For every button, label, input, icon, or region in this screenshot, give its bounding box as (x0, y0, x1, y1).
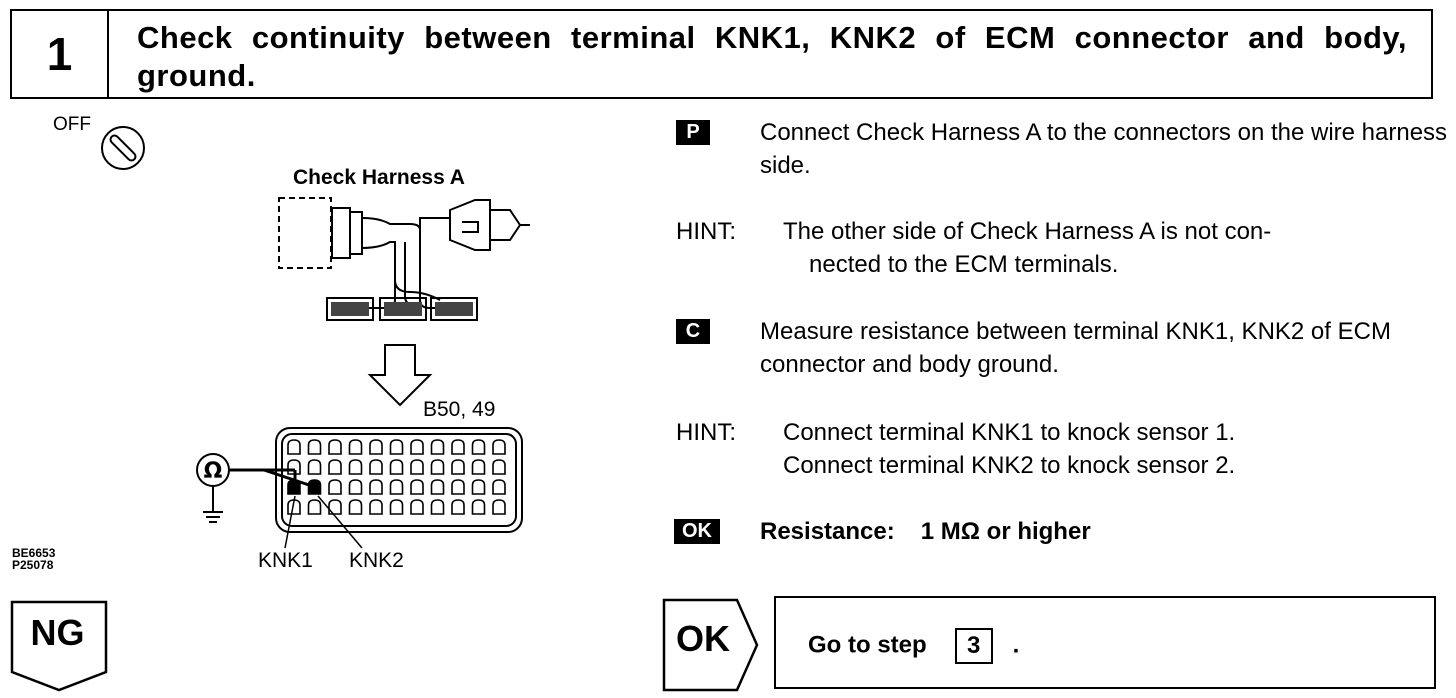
hint-2: HINT: Connect terminal KNK1 to knock sen… (676, 416, 1446, 486)
connector-pin (430, 459, 445, 475)
check-symbol: C (676, 319, 710, 344)
connector-pin (328, 459, 342, 475)
connector-pin (287, 439, 301, 455)
hint-1-text: The other side of Check Harness A is not… (783, 215, 1443, 281)
ignition-switch-icon (101, 126, 145, 170)
connector-pin (369, 459, 383, 475)
prep-instruction: P Connect Check Harness A to the connect… (676, 116, 1447, 186)
connector-pin (389, 499, 404, 515)
goto-suffix: . (1012, 631, 1020, 659)
goto-prefix: Go to step (808, 631, 927, 659)
connector-pin (410, 479, 424, 495)
check-harness-drawing (278, 197, 530, 309)
hint-1-line-1: The other side of Check Harness A is not… (783, 218, 1272, 245)
ok-symbol: OK (674, 519, 720, 544)
hint-2-line-1: Connect terminal KNK1 to knock sensor 1. (783, 419, 1236, 446)
figure-codes: BE6653 P25078 (12, 547, 55, 571)
connector-pin (287, 459, 301, 475)
goto-step-number[interactable]: 3 (954, 628, 993, 664)
hint-2-line-2: Connect terminal KNK2 to knock sensor 2. (783, 452, 1236, 479)
connector-pin (369, 479, 383, 495)
connector-pin (430, 439, 445, 455)
ok-criteria: OK Resistance: 1 MΩ or higher (674, 515, 1446, 551)
goto-step-box[interactable]: Go to step 3. (774, 596, 1436, 689)
connector-pin (328, 439, 342, 455)
connector-pin (348, 499, 363, 515)
connector-pin (451, 479, 465, 495)
harness-plug-blocks (326, 297, 478, 321)
hint-1-line-2: nected to the ECM terminals. (809, 251, 1119, 278)
knk2-label: KNK2 (349, 549, 404, 572)
check-instruction: C Measure resistance between terminal KN… (676, 315, 1446, 385)
ok-criteria-value: 1 MΩ or higher (920, 518, 1091, 545)
connector-pin (430, 499, 445, 515)
connector-pin (410, 459, 424, 475)
connector-pin (389, 439, 404, 455)
connector-pin (471, 459, 486, 475)
knk1-label: KNK1 (258, 549, 313, 572)
connector-pin (410, 439, 424, 455)
ng-label[interactable]: NG (30, 612, 85, 653)
connector-pin (328, 499, 342, 515)
connector-pin (471, 479, 486, 495)
connector-pin (307, 499, 322, 515)
connector-pin (307, 459, 322, 475)
connector-pin (492, 479, 506, 495)
ohmmeter-icon (196, 453, 319, 523)
connector-pin (328, 479, 342, 495)
connector-pin (492, 499, 506, 515)
ohm-symbol: Ω (204, 459, 223, 484)
connector-pin (369, 499, 383, 515)
step-header: 1 Check continuity between terminal KNK1… (10, 9, 1433, 99)
connector-label: B50, 49 (423, 398, 496, 421)
connector-pin (348, 439, 363, 455)
prep-text: Connect Check Harness A to the connector… (760, 119, 1448, 179)
figure-code-1: BE6653 (12, 546, 56, 560)
connector-pin (430, 479, 445, 495)
connector-pin (348, 479, 363, 495)
connector-pin (451, 499, 465, 515)
hint-1-label: HINT: (676, 218, 736, 245)
ok-criteria-label: Resistance: (760, 518, 895, 545)
connector-pin (492, 459, 506, 475)
figure-code-2: P25078 (12, 558, 54, 572)
connector-pin (451, 439, 465, 455)
connector-pin (389, 459, 404, 475)
connector-pin (451, 459, 465, 475)
hint-2-text: Connect terminal KNK1 to knock sensor 1.… (783, 416, 1443, 482)
connector-pin (369, 439, 383, 455)
connector-pin (410, 499, 424, 515)
harness-label: Check Harness A (293, 166, 465, 189)
illustration-drawing: Ω (101, 126, 530, 549)
ok-tag-shape (662, 598, 759, 692)
ecm-connector-drawing (275, 427, 523, 533)
hint-2-label: HINT: (676, 419, 736, 446)
off-label: OFF (53, 114, 91, 135)
connector-pin (348, 459, 363, 475)
step-number: 1 (12, 11, 109, 97)
goto-step-text: Go to step 3. (808, 628, 1019, 664)
check-text: Measure resistance between terminal KNK1… (760, 318, 1391, 378)
connector-pin (471, 439, 486, 455)
harness-illustration: Ω OFF Check Harness A B50, 49 KNK1 KNK2 … (0, 100, 640, 590)
prep-symbol: P (676, 120, 710, 145)
connector-pin (471, 499, 486, 515)
ok-criteria-text: Resistance: 1 MΩ or higher (760, 515, 1091, 548)
step-title: Check continuity between terminal KNK1, … (137, 20, 1407, 93)
connector-pin (307, 439, 322, 455)
down-arrow-icon (367, 344, 433, 407)
connector-pin (389, 479, 404, 495)
ng-tag-shape (10, 600, 108, 692)
connector-pins (287, 439, 506, 515)
hint-1: HINT: The other side of Check Harness A … (676, 215, 1446, 285)
ok-tag-label[interactable]: OK (676, 618, 730, 659)
connector-pin (492, 439, 506, 455)
